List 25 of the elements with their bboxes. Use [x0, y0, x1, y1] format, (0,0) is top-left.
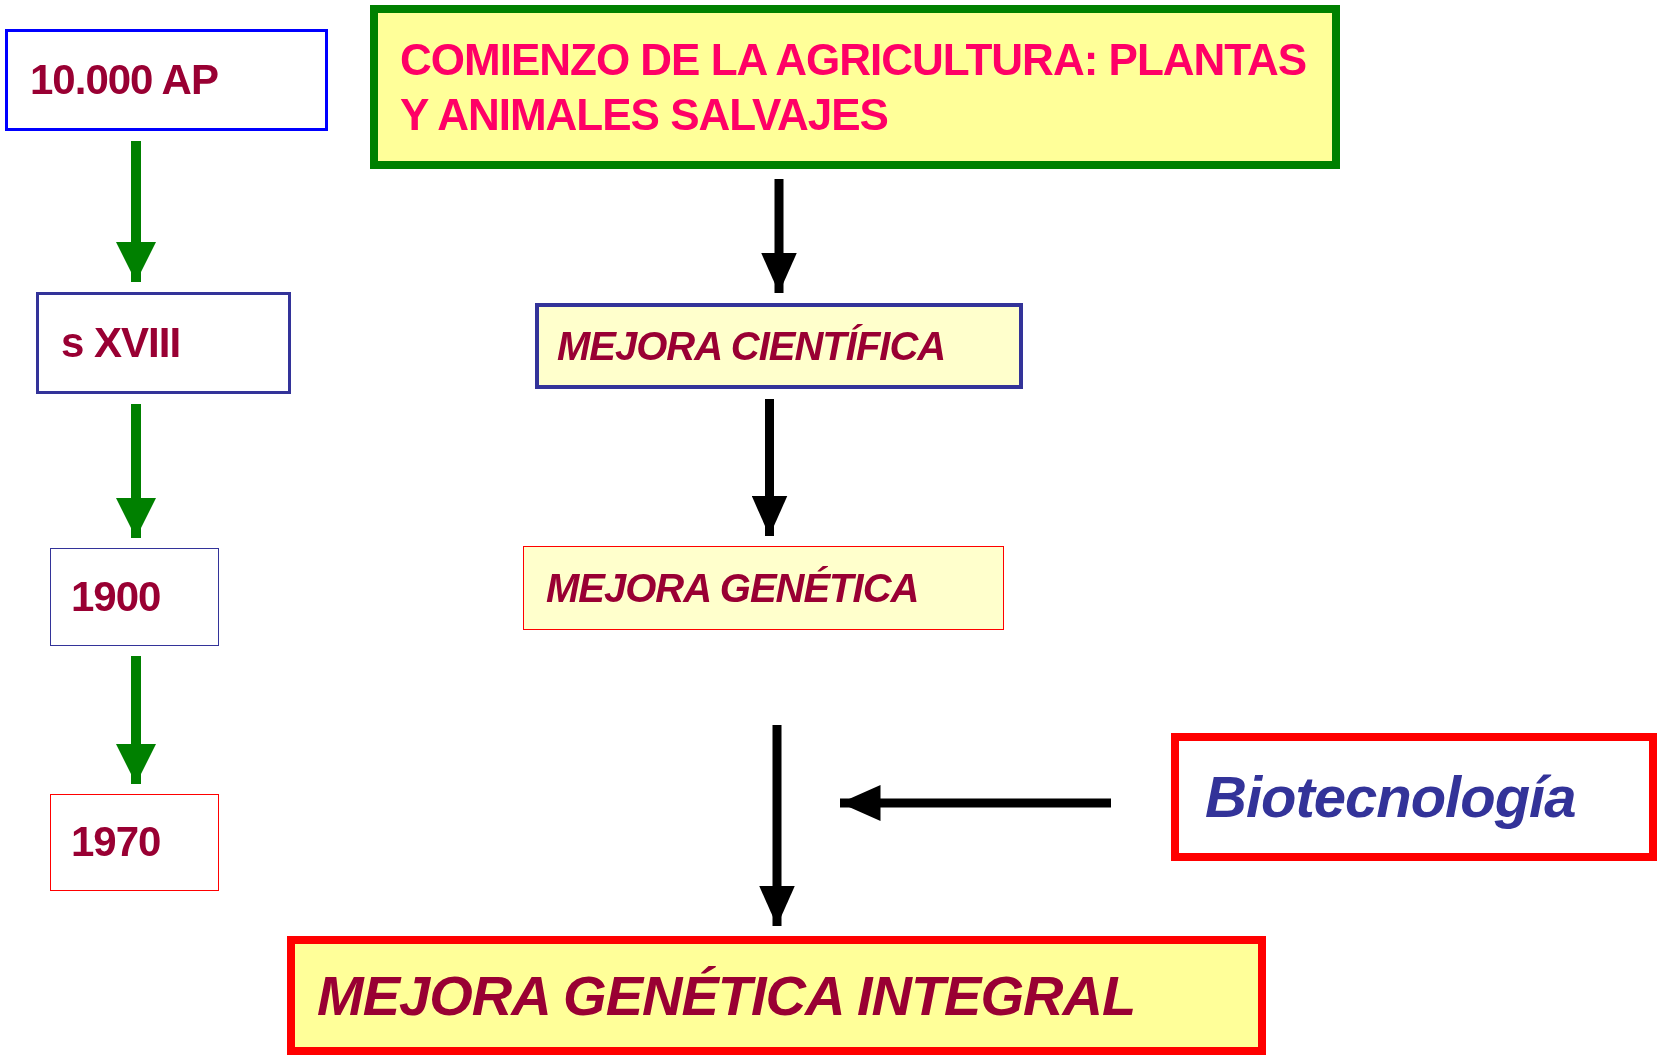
stage-box [535, 303, 1023, 389]
box-text: MEJORA GENÉTICA INTEGRAL [317, 962, 1136, 1029]
box-text: 1900 [71, 571, 161, 622]
box-text: 10.000 AP [30, 54, 218, 105]
date-box [36, 292, 291, 394]
technology-box [1171, 733, 1657, 861]
date-box [50, 548, 219, 646]
date-box [50, 794, 219, 891]
arrow [116, 656, 156, 784]
arrow [751, 399, 788, 536]
box-text: MEJORA CIENTÍFICA [557, 323, 946, 370]
arrow [840, 785, 1111, 821]
date-box [5, 29, 328, 131]
arrow [761, 179, 797, 293]
arrow [116, 404, 156, 538]
stage-box [523, 546, 1004, 630]
title-box [370, 5, 1340, 169]
box-text: s XVIII [61, 317, 181, 368]
result-box [287, 936, 1266, 1055]
arrow [759, 725, 795, 926]
box-text: Biotecnología [1205, 762, 1576, 831]
box-text: COMIENZO DE LA AGRICULTURA: PLANTAS Y ANIMALES SALVAJES [400, 34, 1308, 141]
arrow [116, 141, 156, 282]
box-text: MEJORA GENÉTICA [546, 565, 919, 612]
box-text: 1970 [71, 817, 161, 868]
